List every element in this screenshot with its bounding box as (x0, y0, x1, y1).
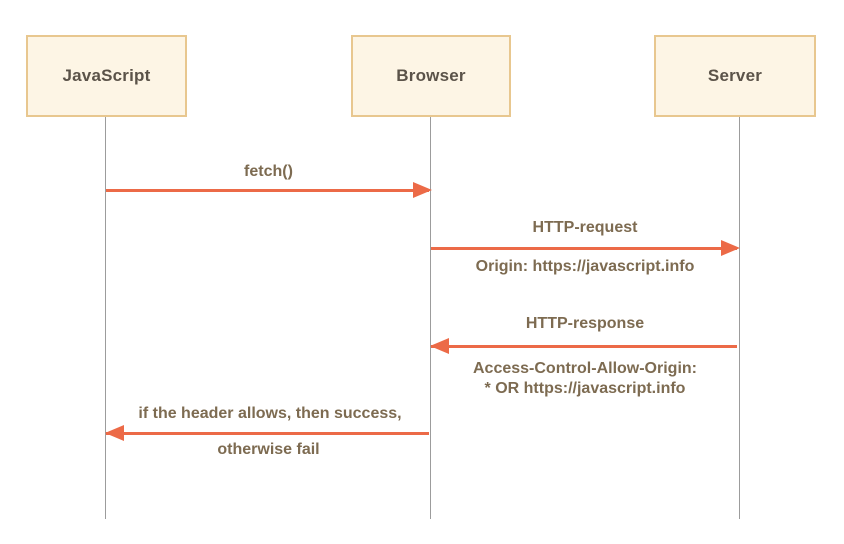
actor-box-browser: Browser (351, 35, 511, 117)
message-sublabel-otherwise-fail: otherwise fail (217, 441, 320, 458)
message-label-success: if the header allows, then success, (138, 405, 402, 422)
arrowhead-left-icon (105, 425, 124, 441)
actor-label-server: Server (707, 66, 763, 85)
actor-label-browser: Browser (396, 66, 466, 85)
actor-label-javascript: JavaScript (62, 66, 151, 85)
message-label-http-request: HTTP-request (532, 219, 638, 236)
arrow-fetch (106, 182, 432, 198)
lifeline-server (739, 117, 740, 519)
actor-box-server: Server (654, 35, 816, 117)
actor-box-javascript: JavaScript (26, 35, 187, 117)
lifeline-javascript (105, 117, 106, 519)
arrow-http-request (431, 240, 740, 256)
message-label-http-response: HTTP-response (525, 315, 645, 332)
arrowhead-right-icon (413, 182, 432, 198)
message-sublabel-acao-line1: Access-Control-Allow-Origin: (472, 360, 697, 377)
arrowhead-left-icon (430, 338, 449, 354)
lifeline-browser (430, 117, 431, 519)
message-sublabel-acao-line2: * OR https://javascript.info (484, 380, 686, 397)
arrow-shaft (106, 189, 429, 192)
arrow-result (105, 425, 431, 441)
arrow-shaft (106, 432, 429, 435)
arrow-shaft (431, 247, 737, 250)
message-sublabel-origin: Origin: https://javascript.info (475, 258, 695, 275)
arrowhead-right-icon (721, 240, 740, 256)
arrow-http-response (430, 338, 739, 354)
message-label-fetch: fetch() (244, 163, 293, 180)
arrow-shaft (431, 345, 737, 348)
